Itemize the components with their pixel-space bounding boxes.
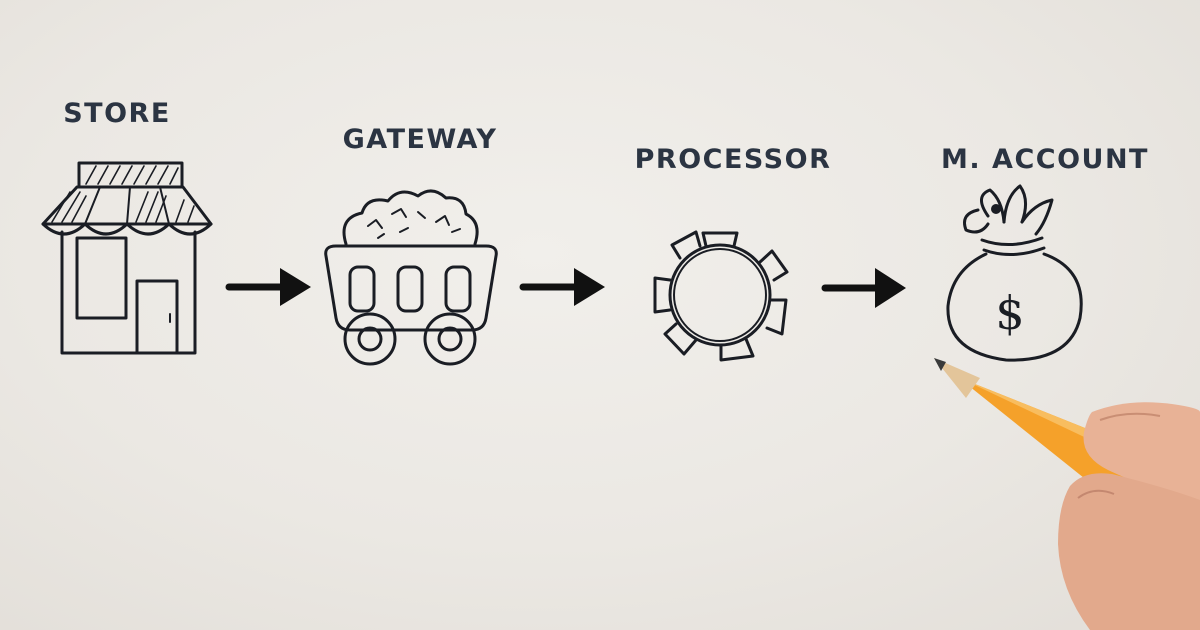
step-label-store: STORE xyxy=(63,98,171,129)
arrow-right-icon xyxy=(821,268,906,308)
arrow-right-icon xyxy=(225,268,311,306)
arrow-right-icon xyxy=(519,268,605,306)
dollar-sign-text: $ xyxy=(995,286,1024,340)
hand-with-pencil-illustration xyxy=(934,358,1200,630)
store-icon xyxy=(41,161,213,355)
cart-icon xyxy=(324,189,498,366)
step-label-processor: PROCESSOR xyxy=(634,144,832,175)
gear-icon xyxy=(653,230,789,362)
step-label-merchant-account: M. ACCOUNT xyxy=(941,144,1149,175)
money-bag-icon: $ xyxy=(946,184,1083,362)
step-label-gateway: GATEWAY xyxy=(342,124,498,155)
